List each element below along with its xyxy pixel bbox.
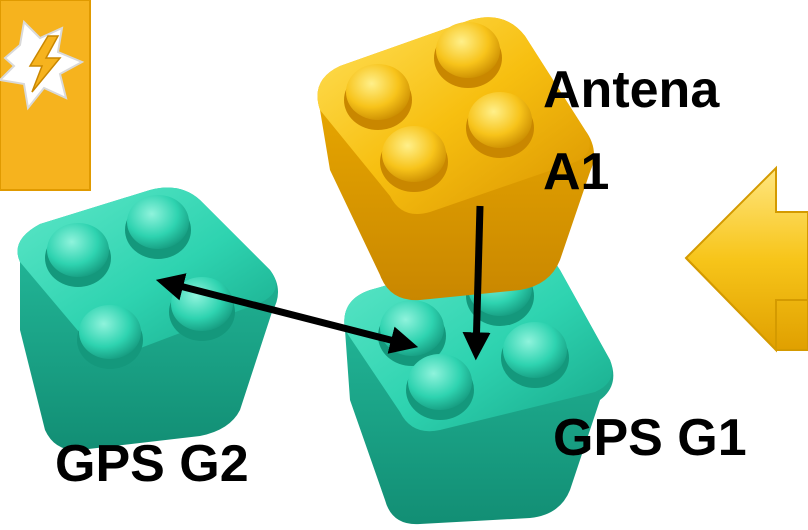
arrow-g2-g1 [155,273,419,354]
left-arrow-icon [684,165,808,353]
gps-g2-block [17,187,279,451]
antenna-label-line2: A1 [543,143,610,201]
antenna-a1-block [317,17,594,301]
lightning-icon [28,35,62,93]
antenna-label-line1: Antena [543,61,720,119]
a1-studs [344,22,534,192]
arrow-a1-to-g1 [462,205,491,361]
gps-g2-label: GPS G2 [55,435,249,493]
corner-badge [0,0,91,191]
gps-g1-label: GPS G1 [553,409,747,467]
